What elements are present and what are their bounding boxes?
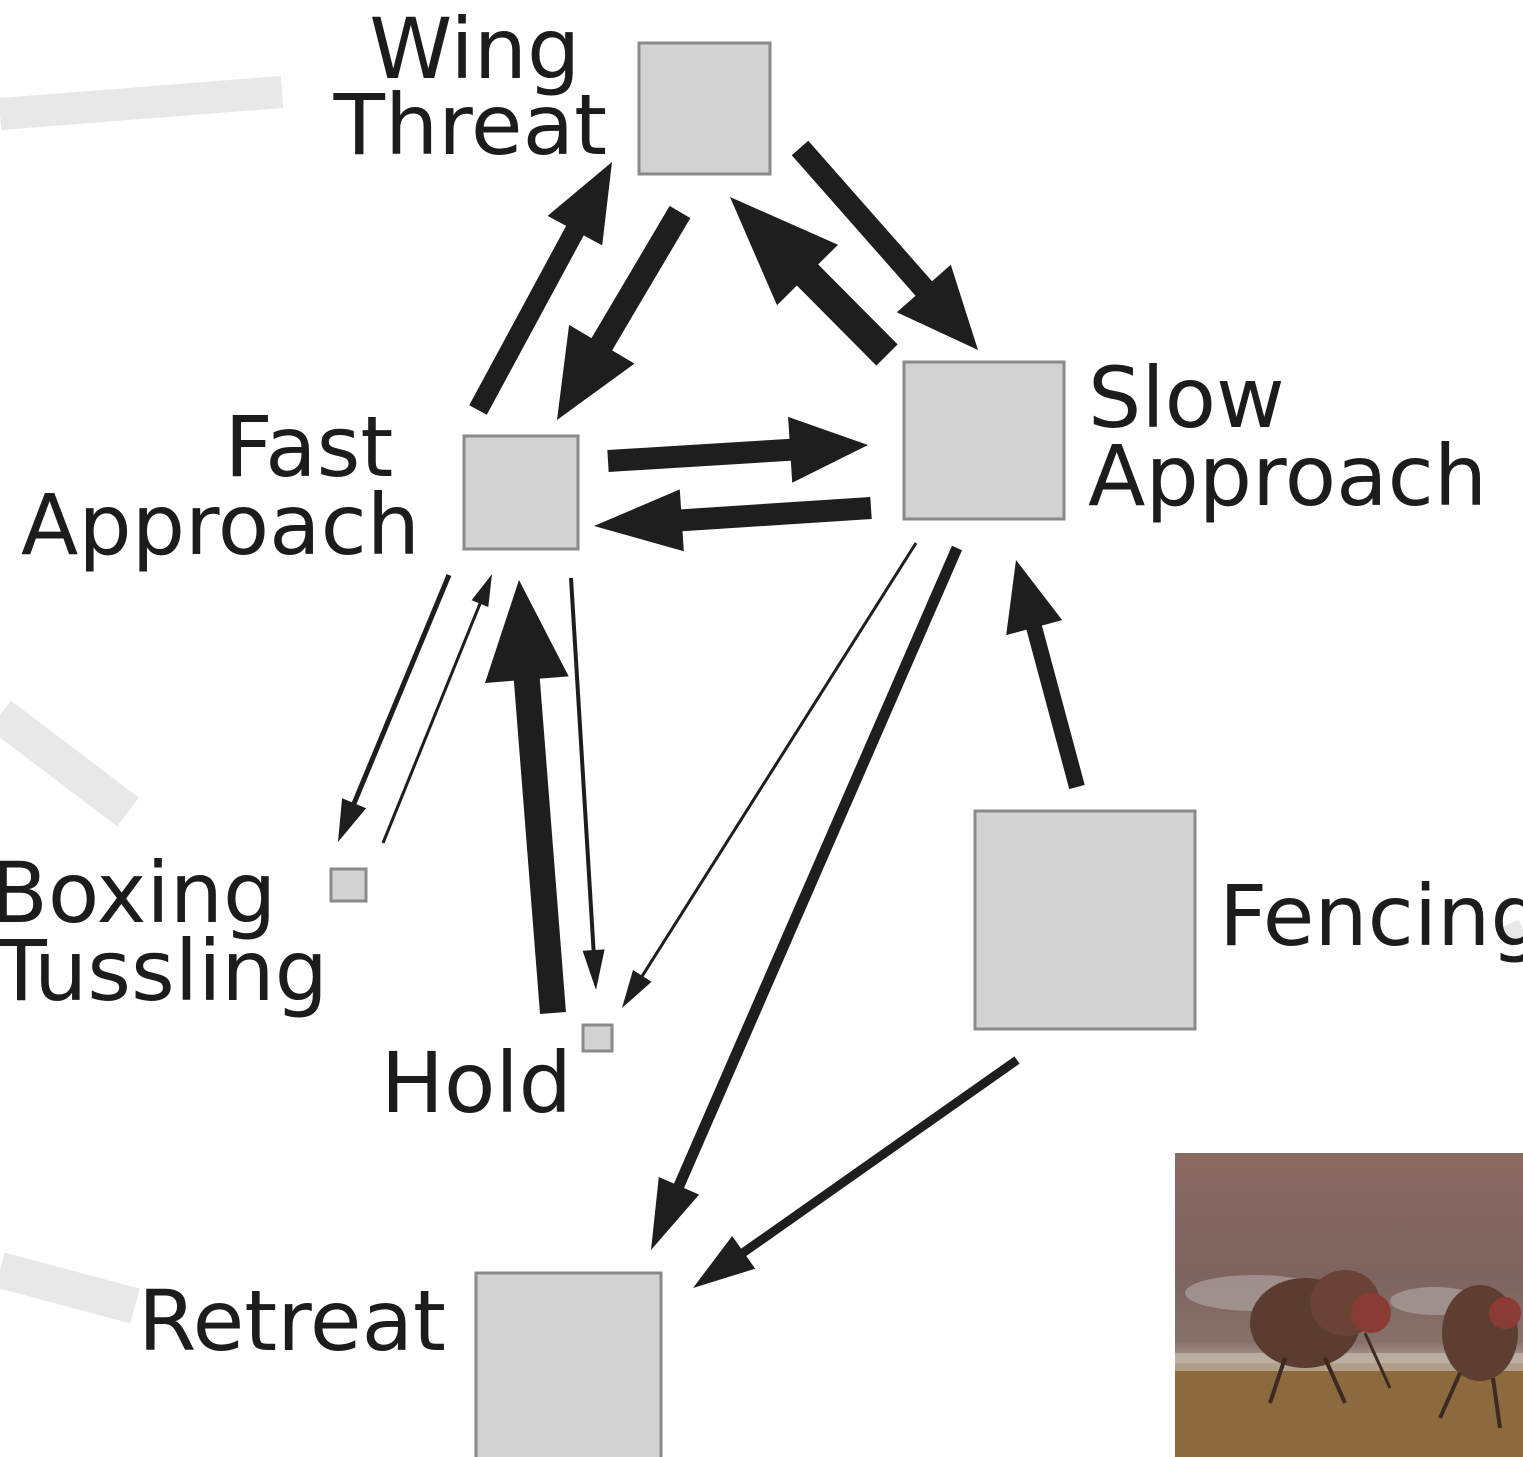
arrow-shaft [513,676,566,1015]
label-wing-threat: Wing Threat [333,0,607,174]
arrow-head [896,264,978,350]
arrow-head [557,324,635,420]
arrow-shaft [791,140,934,298]
two-flies-photo [1175,1153,1523,1457]
state-labels: Wing Threat Slow Approach Fast Approach … [0,0,1523,1370]
state-box-fast-approach [462,434,580,551]
label-boxing-tussling-line1: Boxing [0,844,276,942]
arrow-shaft [739,1056,1020,1258]
arrow-hold-to-fast-approach [485,580,569,1015]
arrow-shaft [569,577,596,953]
label-wing-threat-line1: Wing [369,0,580,98]
deco-stroke-right [1501,919,1523,948]
arrow-head [338,798,367,842]
state-box-boxing-tussling [329,867,368,903]
arrow-slow-approach-to-hold [622,542,918,1008]
right-fly-leg-1 [1438,1372,1462,1419]
arrow-shaft [381,601,483,844]
photo-ground-highlight [1175,1353,1523,1371]
arrow-head [471,574,492,607]
arrow-wing-threat-to-slow-approach [791,140,978,350]
arrow-head [730,197,838,306]
label-fast-approach: Fast Approach [21,398,420,574]
arrow-shaft [469,224,585,415]
left-fly-eye [1351,1293,1391,1333]
right-fly-leg-2 [1491,1377,1502,1429]
label-boxing-tussling: Boxing Tussling [0,844,328,1020]
arrow-fast-approach-to-wing-threat [469,162,612,415]
left-fly-leg-2 [1323,1357,1347,1404]
arrow-head [622,970,652,1008]
arrow-fast-approach-to-slow-approach [607,416,868,483]
arrow-shaft [351,574,452,807]
state-boxes [329,41,1197,1457]
state-box-fencing [973,809,1197,1031]
label-slow-approach: Slow Approach [1088,349,1487,525]
arrow-shaft [673,545,963,1190]
state-box-slow-approach [902,360,1066,521]
arrow-shaft [1025,623,1085,790]
arrow-head [582,949,605,990]
arrow-head [788,416,868,483]
label-fast-approach-line2: Approach [21,476,420,574]
label-slow-approach-line1: Slow [1088,349,1285,447]
arrow-shaft [679,497,872,532]
label-retreat: Retreat [138,1272,446,1370]
arrow-shaft [590,205,691,353]
arrow-wing-threat-to-fast-approach [557,205,691,420]
right-fly-eye [1489,1297,1521,1329]
arrow-shaft [795,263,898,366]
deco-stroke-top [0,76,284,130]
label-wing-threat-line2: Threat [333,76,607,174]
photo-ground [1175,1363,1523,1457]
arrow-shaft [607,438,793,472]
arrow-head [1006,560,1063,636]
label-slow-approach-line2: Approach [1088,427,1487,525]
arrow-fast-approach-to-boxing-tussling [338,574,452,842]
label-fencing: Fencing [1219,867,1523,965]
state-box-retreat [474,1271,663,1457]
arrow-boxing-tussling-to-fast-approach [381,574,492,844]
arrow-head [594,489,684,552]
label-hold: Hold [381,1034,572,1132]
deco-stroke-middle [0,700,139,827]
arrow-shaft [639,542,918,979]
background-decoration [0,76,1523,1324]
label-boxing-tussling-line2: Tussling [0,922,328,1020]
state-box-hold [581,1023,614,1053]
arrow-slow-approach-to-wing-threat [730,197,898,366]
state-box-wing-threat [637,41,772,176]
transition-arrows [338,140,1085,1288]
left-fly-leg-1 [1268,1357,1287,1404]
arrow-slow-approach-to-fast-approach [594,489,872,552]
arrow-fencing-to-retreat [693,1056,1020,1288]
arrow-head [547,162,612,246]
arrow-head [693,1236,756,1288]
arrow-head [651,1177,700,1250]
left-fly-leg-3 [1363,1332,1392,1389]
label-fast-approach-line1: Fast [225,398,394,496]
arrow-fencing-to-slow-approach [1006,560,1085,790]
arrow-slow-approach-to-retreat [651,545,963,1250]
arrow-head [485,580,569,683]
deco-stroke-bottom [0,1252,140,1324]
arrow-fast-approach-to-hold [569,577,605,990]
two-flies-illustration [1175,1270,1523,1457]
